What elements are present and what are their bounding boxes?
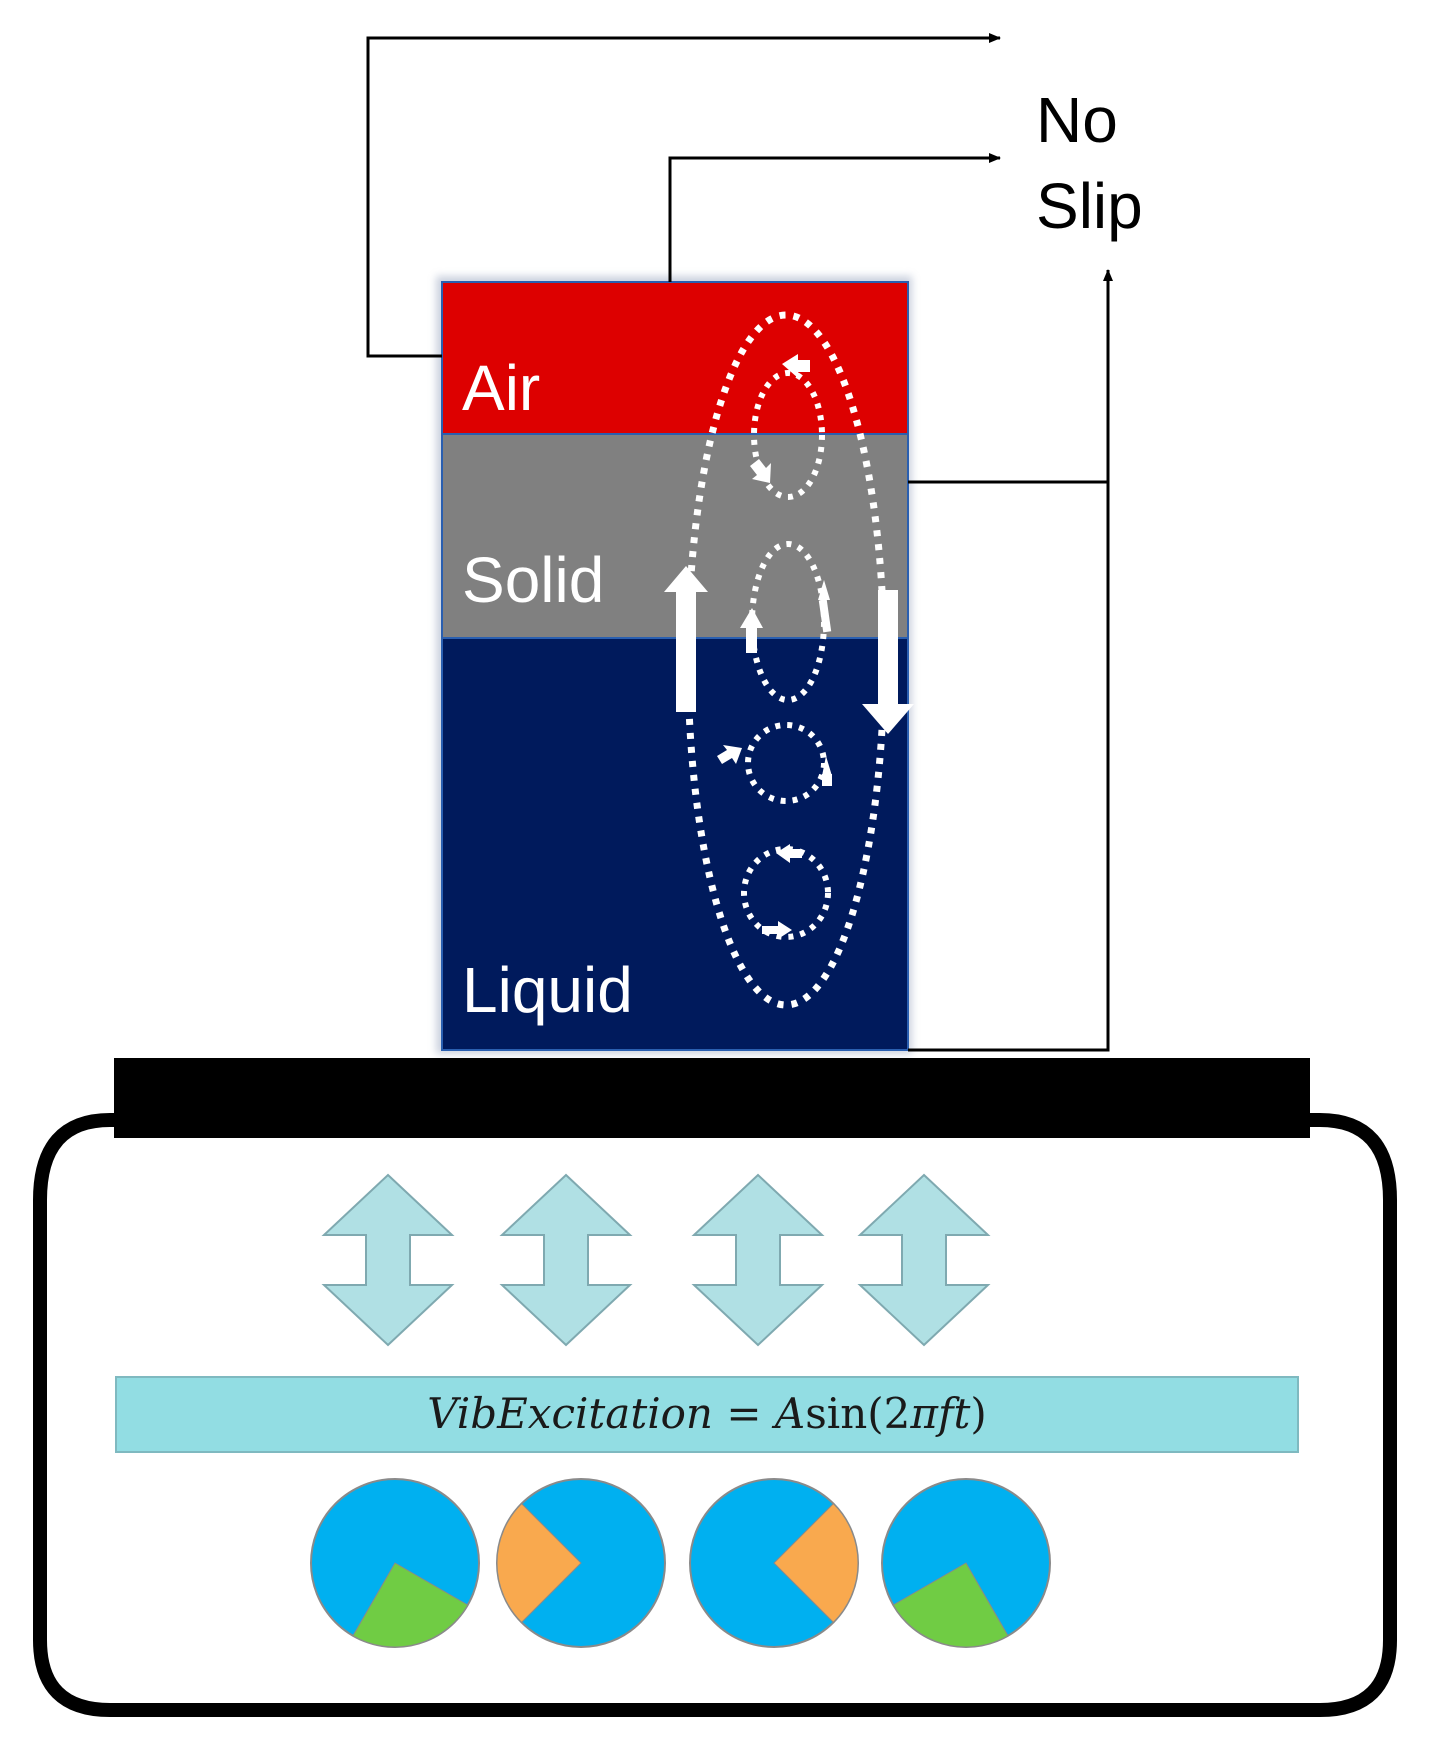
disc-1-wedge [352, 1562, 469, 1648]
vibration-arrow-4 [857, 1173, 991, 1347]
air-to-noslip-line [366, 33, 1001, 358]
vibration-arrow-1 [321, 1173, 455, 1347]
platform-plate [114, 1058, 1310, 1138]
vibration-arrow-3 [691, 1173, 825, 1347]
excitation-formula: VibExcitation = Asin(2πft) [427, 1389, 987, 1438]
air-label: Air [462, 352, 540, 424]
vortex-liquid-lower [741, 846, 831, 940]
vortex-arrows [717, 354, 832, 939]
solid-and-liquid-to-noslip-line [908, 270, 1108, 1052]
disc-3-wedge [773, 1502, 859, 1624]
liquid-label: Liquid [462, 954, 633, 1026]
vibration-table: VibExcitation = Asin(2πft) [33, 1058, 1397, 1717]
vortex-liquid-upper [745, 722, 827, 804]
no-slip-label-line2: Slip [1036, 170, 1143, 242]
disc-4-wedge [892, 1562, 1009, 1648]
vibration-arrow-2 [499, 1173, 633, 1347]
solid-label: Solid [462, 544, 604, 616]
no-slip-label-line1: No [1036, 84, 1118, 156]
sample-stack: Air Solid Liquid [436, 276, 914, 1054]
eccentric-discs [310, 1478, 1051, 1648]
vortex-air [751, 370, 825, 500]
large-down-arrow [862, 590, 914, 734]
solid-layer [441, 433, 909, 639]
liquid-layer [441, 637, 909, 1051]
large-up-arrow [664, 566, 708, 712]
air-top-to-noslip-line [668, 153, 1001, 282]
no-slip-connectors [366, 33, 1108, 1052]
disc-2-wedge [496, 1502, 582, 1624]
vibration-arrows [321, 1173, 991, 1347]
excitation-formula-bar [115, 1376, 1299, 1453]
